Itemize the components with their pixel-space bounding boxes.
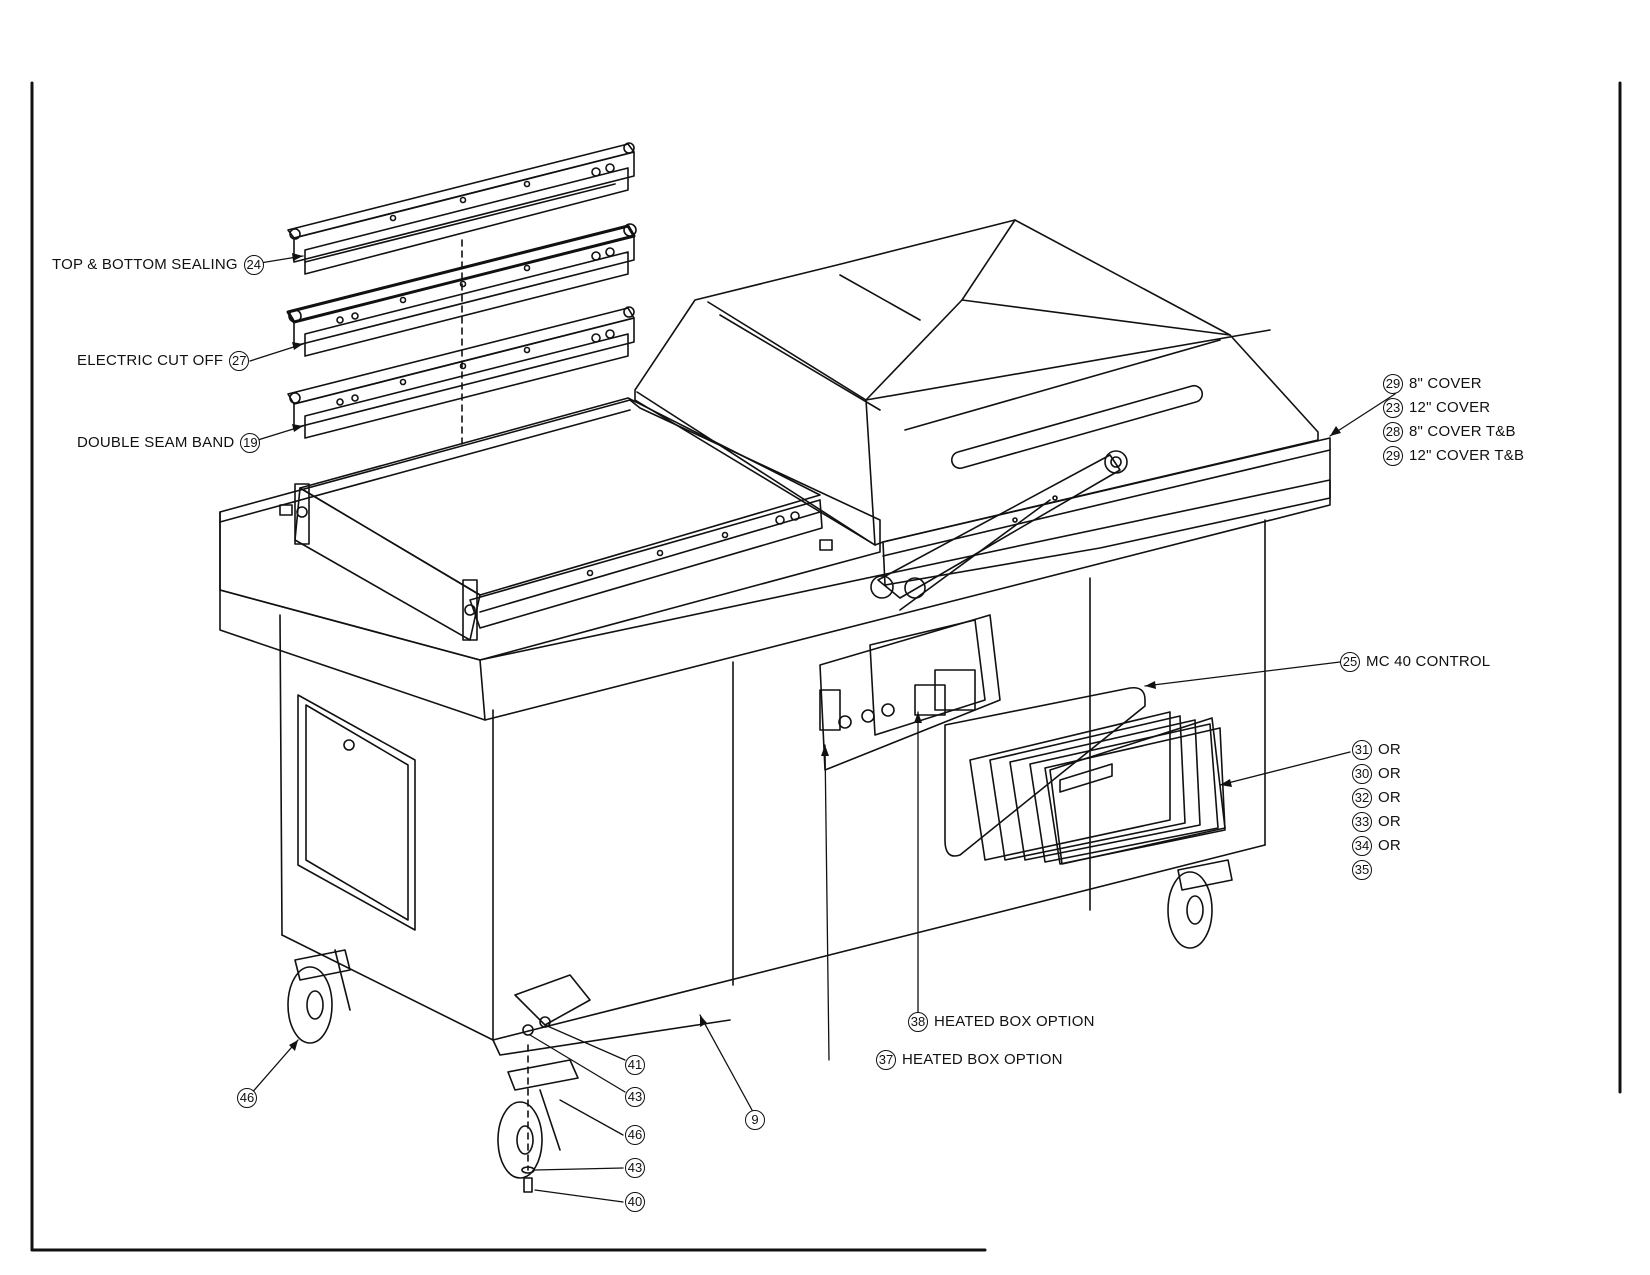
callout-9: 9 <box>745 1110 765 1130</box>
sealing-bar-electric-cut-off <box>286 223 637 357</box>
callout-number: 34 <box>1352 836 1372 856</box>
label-text: OR <box>1378 741 1401 758</box>
callout-number: 33 <box>1352 812 1372 832</box>
callout-number: 29 <box>1383 374 1403 394</box>
sealing-bar-double-seam <box>287 306 635 439</box>
panel-list-item: 30 OR <box>1352 764 1401 784</box>
callout-43-lower: 43 <box>625 1158 645 1178</box>
callout-number: 32 <box>1352 788 1372 808</box>
panel-list-item: 35 <box>1352 860 1378 880</box>
cover-list-item: 29 8" COVER <box>1383 374 1482 394</box>
callout-number: 35 <box>1352 860 1372 880</box>
cover-list-item: 29 12" COVER T&B <box>1383 446 1524 466</box>
label-top-bottom-sealing: TOP & BOTTOM SEALING 24 <box>52 255 264 275</box>
front-panel-options <box>944 686 1226 865</box>
work-platen <box>219 397 881 661</box>
machine-cabinet <box>219 479 1331 1056</box>
callout-number: 29 <box>1383 446 1403 466</box>
label-text: HEATED BOX OPTION <box>902 1051 1063 1068</box>
callout-number: 27 <box>229 351 250 371</box>
label-text: OR <box>1378 813 1401 830</box>
label-text: HEATED BOX OPTION <box>934 1013 1095 1030</box>
label-text: MC 40 CONTROL <box>1366 653 1491 670</box>
label-text: DOUBLE SEAM BAND <box>77 434 235 451</box>
vacuum-cover <box>634 219 1331 586</box>
panel-list-item: 31 OR <box>1352 740 1401 760</box>
label-heated-box-38: 38 HEATED BOX OPTION <box>908 1012 1095 1032</box>
callout-41: 41 <box>625 1055 645 1075</box>
callout-number: 37 <box>876 1050 896 1070</box>
label-double-seam-band: DOUBLE SEAM BAND 19 <box>77 433 261 453</box>
callout-number: 30 <box>1352 764 1372 784</box>
leader-lines <box>247 255 1396 1203</box>
callout-number: 19 <box>240 433 261 453</box>
callout-40: 40 <box>625 1192 645 1212</box>
caster-left <box>287 949 351 1044</box>
callout-number: 28 <box>1383 422 1403 442</box>
callout-number: 23 <box>1383 398 1403 418</box>
label-text: TOP & BOTTOM SEALING <box>52 256 238 273</box>
callout-number: 25 <box>1340 652 1360 672</box>
page-frame <box>30 81 1622 1252</box>
cover-list-item: 23 12" COVER <box>1383 398 1490 418</box>
label-text: 8" COVER <box>1409 375 1482 392</box>
callout-43-upper: 43 <box>625 1087 645 1107</box>
label-text: OR <box>1378 765 1401 782</box>
label-text: ELECTRIC CUT OFF <box>77 352 224 369</box>
leader-arrowheads <box>289 253 1341 1051</box>
callout-46-left: 46 <box>237 1088 257 1108</box>
panel-list-item: 34 OR <box>1352 836 1401 856</box>
label-text: 12" COVER <box>1409 399 1491 416</box>
label-electric-cut-off: ELECTRIC CUT OFF 27 <box>77 351 250 371</box>
control-panel-opening <box>819 614 1001 771</box>
label-text: OR <box>1378 789 1401 806</box>
cover-list-item: 28 8" COVER T&B <box>1383 422 1516 442</box>
label-mc-control: 25 MC 40 CONTROL <box>1340 652 1490 672</box>
label-text: 8" COVER T&B <box>1409 423 1516 440</box>
panel-list-item: 33 OR <box>1352 812 1401 832</box>
label-text: OR <box>1378 837 1401 854</box>
label-heated-box-37: 37 HEATED BOX OPTION <box>876 1050 1063 1070</box>
callout-number: 31 <box>1352 740 1372 760</box>
callout-46-right: 46 <box>625 1125 645 1145</box>
label-text: 12" COVER T&B <box>1409 447 1525 464</box>
callout-number: 38 <box>908 1012 928 1032</box>
caster-front-exploded <box>497 1016 579 1193</box>
callout-number: 24 <box>243 255 264 275</box>
caster-right <box>1167 859 1233 949</box>
panel-list-item: 32 OR <box>1352 788 1401 808</box>
sealing-bar-top-bottom <box>287 142 635 275</box>
